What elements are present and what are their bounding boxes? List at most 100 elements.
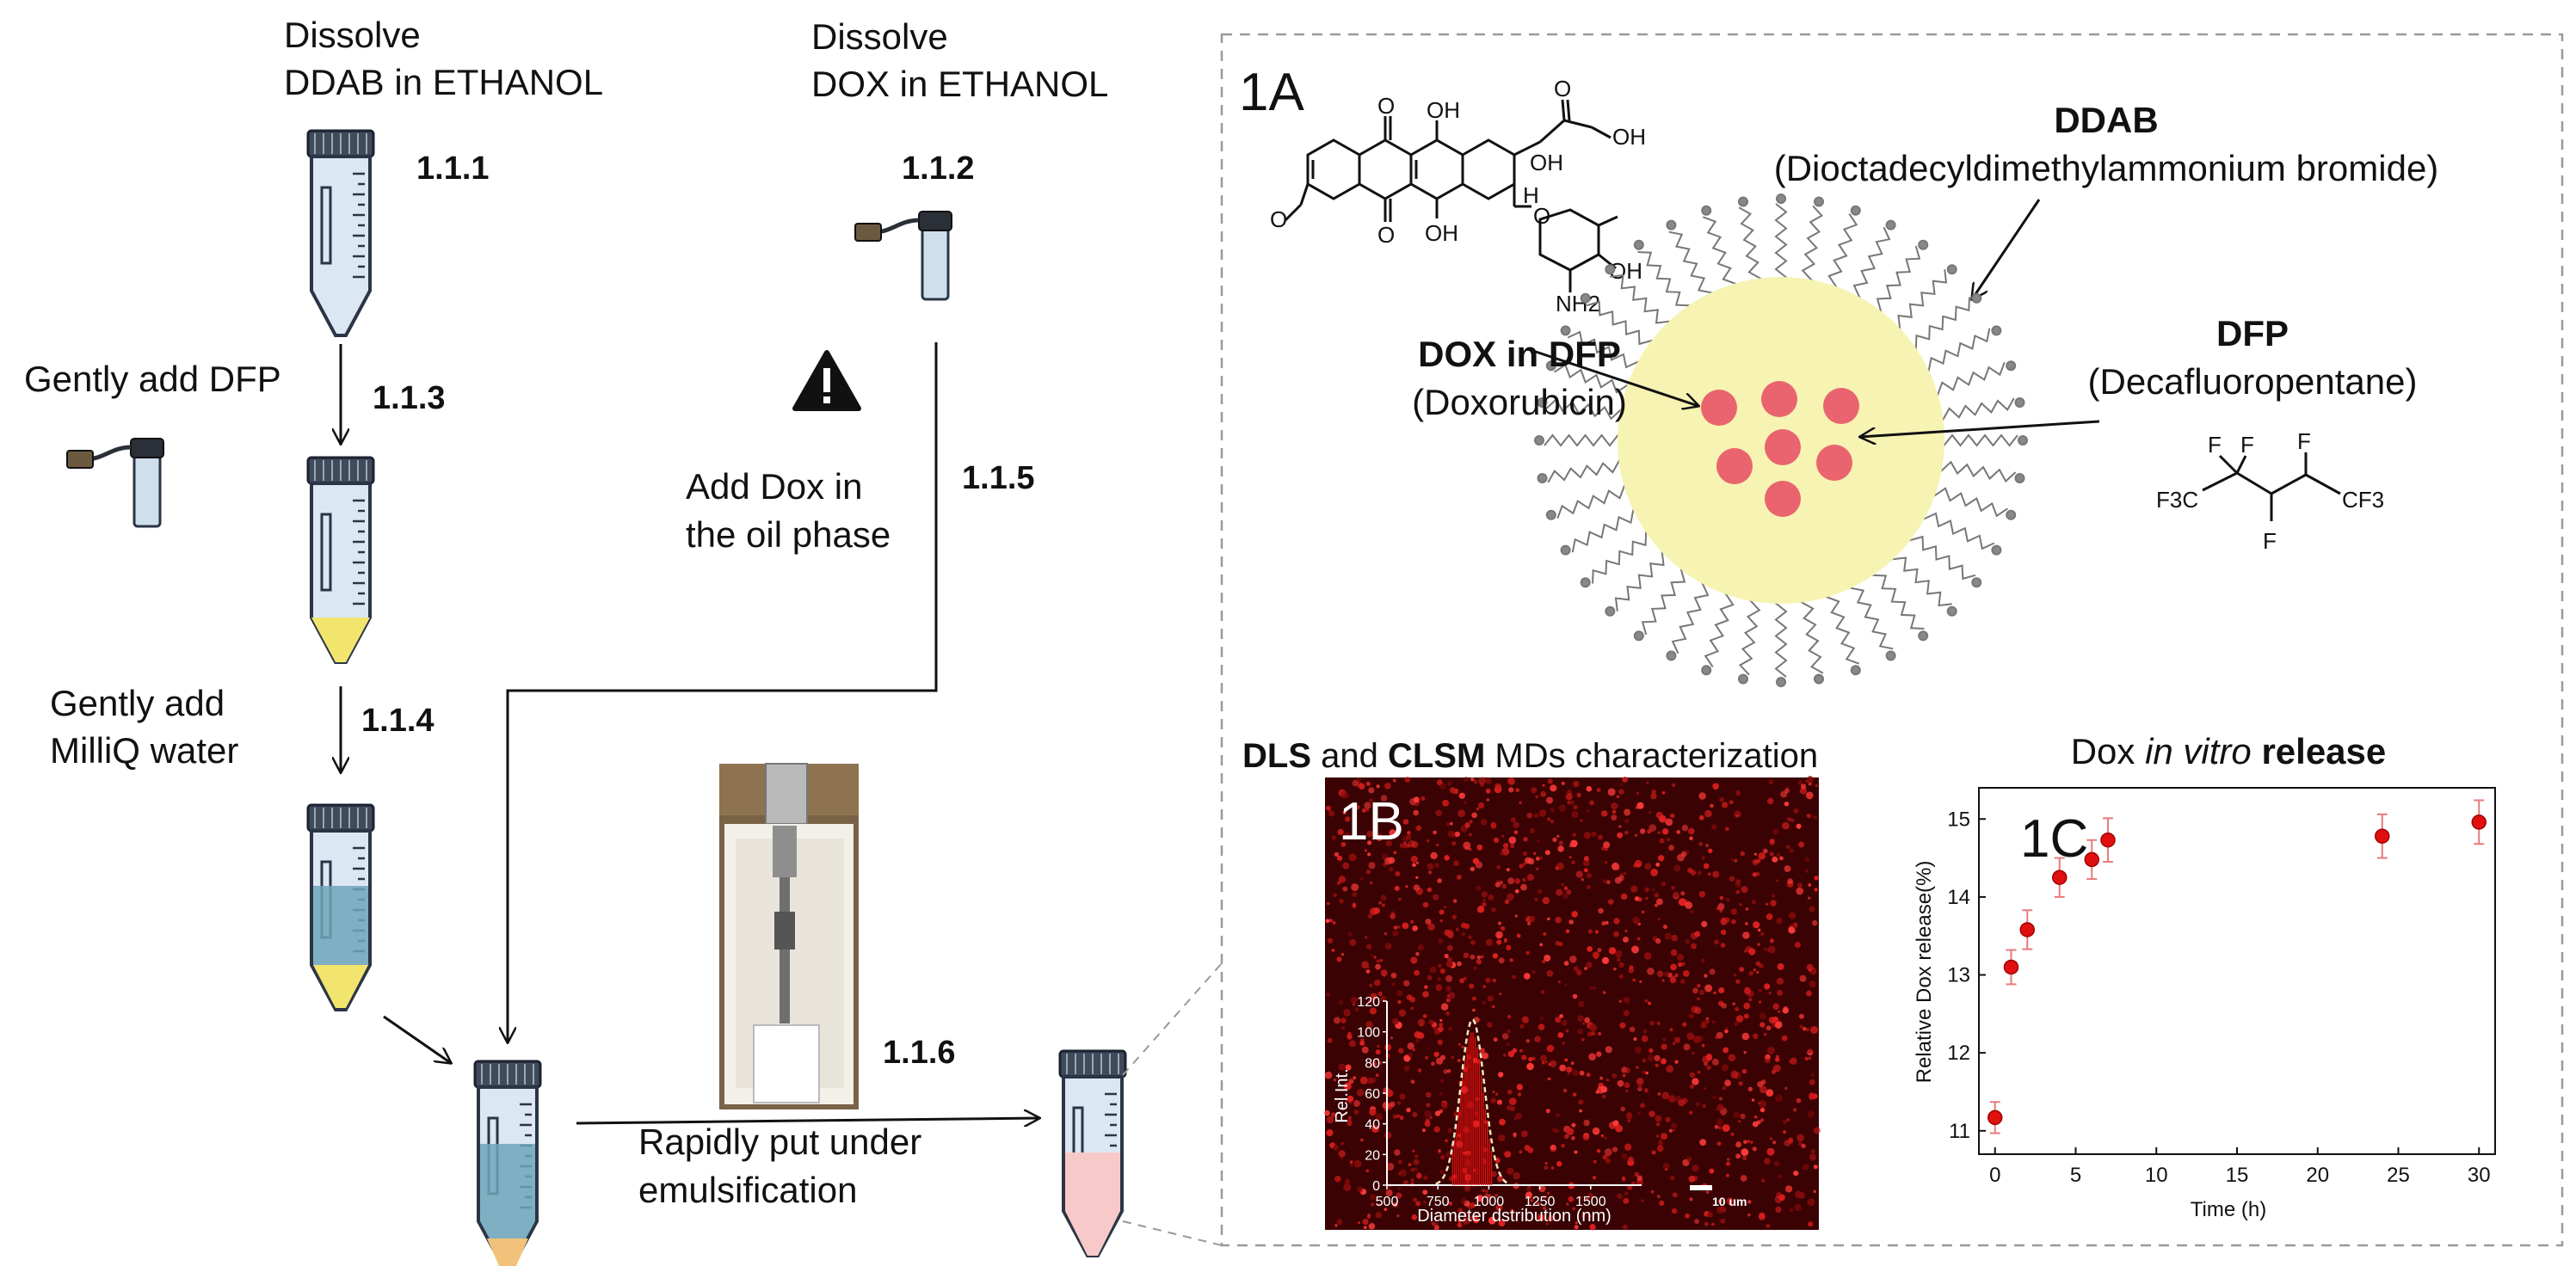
chart-title: Dox in vitro release — [2071, 731, 2387, 771]
dls-bar — [1460, 1091, 1462, 1186]
clsm-speckle — [1336, 956, 1342, 962]
clsm-speckle — [1753, 921, 1760, 929]
clsm-speckle — [1482, 1189, 1486, 1193]
clsm-speckle — [1516, 1084, 1524, 1091]
clsm-speckle — [1464, 801, 1467, 804]
lipid-tail — [1547, 459, 1630, 483]
clsm-speckle — [1444, 929, 1451, 937]
clsm-speckle — [1351, 883, 1359, 892]
clsm-speckle — [1587, 808, 1590, 813]
clsm-speckle — [1634, 833, 1638, 837]
clsm-speckle — [1370, 953, 1374, 956]
clsm-speckle — [1451, 841, 1457, 846]
clsm-speckle — [1425, 1055, 1428, 1060]
clsm-speckle — [1745, 922, 1748, 925]
clsm-speckle — [1437, 977, 1441, 981]
clsm-speckle — [1619, 783, 1624, 786]
clsm-speckle — [1679, 979, 1685, 984]
clsm-speckle — [1633, 1037, 1637, 1042]
clsm-speckle — [1747, 1086, 1753, 1092]
clsm-speckle — [1417, 1068, 1422, 1072]
lipid-head — [1701, 205, 1712, 216]
clsm-speckle — [1673, 1036, 1681, 1043]
clsm-speckle — [1743, 1002, 1751, 1010]
warning-icon — [792, 350, 861, 411]
clsm-speckle — [1443, 906, 1447, 909]
step-1-1-6-line1: Rapidly put under — [638, 1122, 921, 1162]
clsm-speckle — [1726, 1197, 1734, 1205]
clsm-speckle — [1758, 988, 1763, 993]
dfp-title: DFP — [2216, 313, 2289, 353]
clsm-speckle — [1422, 1014, 1427, 1018]
clsm-speckle — [1556, 1161, 1562, 1167]
clsm-speckle — [1402, 922, 1409, 930]
clsm-speckle — [1440, 1079, 1444, 1083]
panel-b-title: DLS and CLSM MDs characterization — [1242, 737, 1818, 775]
clsm-speckle — [1717, 903, 1725, 911]
clsm-speckle — [1568, 856, 1572, 859]
clsm-speckle — [1375, 1049, 1381, 1055]
clsm-speckle — [1449, 787, 1456, 794]
clsm-speckle — [1433, 894, 1439, 900]
clsm-speckle — [1758, 1000, 1762, 1004]
clsm-speckle — [1775, 1054, 1779, 1059]
lipid-tail — [1932, 397, 2015, 421]
clsm-speckle — [1367, 913, 1373, 919]
clsm-speckle — [1334, 1017, 1340, 1024]
clsm-speckle — [1445, 1139, 1448, 1143]
clsm-speckle — [1766, 1089, 1774, 1097]
dox-in-dfp-title: DOX in DFP — [1418, 334, 1621, 374]
dls-bar — [1484, 1109, 1487, 1185]
clsm-speckle — [1564, 1058, 1568, 1062]
tube-ddab-icon — [306, 129, 375, 337]
clsm-speckle — [1403, 980, 1410, 987]
clsm-speckle — [1776, 977, 1784, 985]
clsm-speckle — [1408, 1163, 1412, 1166]
clsm-speckle — [1649, 1020, 1655, 1026]
lipid-head — [1814, 196, 1824, 207]
clsm-speckle — [1734, 810, 1741, 818]
clsm-speckle — [1730, 1132, 1735, 1136]
clsm-speckle — [1371, 838, 1375, 841]
lipid-head — [2006, 509, 2017, 520]
clsm-speckle — [1659, 838, 1665, 844]
clsm-speckle — [1813, 1127, 1821, 1134]
clsm-speckle — [1624, 830, 1629, 835]
clsm-speckle — [1778, 1010, 1781, 1013]
clsm-speckle — [1533, 851, 1537, 856]
clsm-speckle — [1741, 1032, 1750, 1041]
clsm-speckle — [1623, 1010, 1630, 1017]
lipid-tail — [1610, 273, 1671, 335]
clsm-speckle — [1565, 929, 1570, 934]
clsm-speckle — [1616, 957, 1621, 962]
clsm-speckle — [1665, 818, 1673, 827]
clsm-speckle — [1498, 1134, 1506, 1142]
clsm-speckle — [1565, 1029, 1569, 1033]
clsm-speckle — [1482, 898, 1486, 902]
clsm-speckle — [1348, 1101, 1353, 1105]
clsm-speckle — [1698, 814, 1704, 820]
clsm-speckle — [1584, 1017, 1590, 1023]
clsm-speckle — [1636, 937, 1641, 941]
clsm-speckle — [1738, 1120, 1741, 1123]
lipid-tail — [1823, 213, 1858, 292]
clsm-speckle — [1661, 1043, 1667, 1050]
clsm-speckle — [1350, 996, 1358, 1004]
clsm-speckle — [1365, 869, 1371, 875]
clsm-speckle — [1331, 835, 1336, 840]
clsm-speckle — [1396, 1192, 1402, 1199]
decafluoropentane-labels: F F F F3C CF3 F — [2156, 428, 2384, 554]
clsm-speckle — [1373, 956, 1377, 959]
clsm-speckle — [1498, 957, 1505, 964]
clsm-speckle — [1487, 1022, 1493, 1028]
clsm-speckle — [1809, 1153, 1816, 1161]
clsm-speckle — [1396, 1114, 1401, 1118]
clsm-speckle — [1546, 970, 1554, 977]
clsm-speckle — [1371, 1125, 1379, 1133]
clsm-speckle — [1768, 779, 1774, 785]
clsm-speckle — [1588, 1214, 1592, 1218]
clsm-speckle — [1743, 1051, 1747, 1054]
clsm-speckle — [1752, 872, 1758, 877]
clsm-speckle — [1763, 947, 1767, 951]
clsm-speckle — [1415, 951, 1420, 956]
